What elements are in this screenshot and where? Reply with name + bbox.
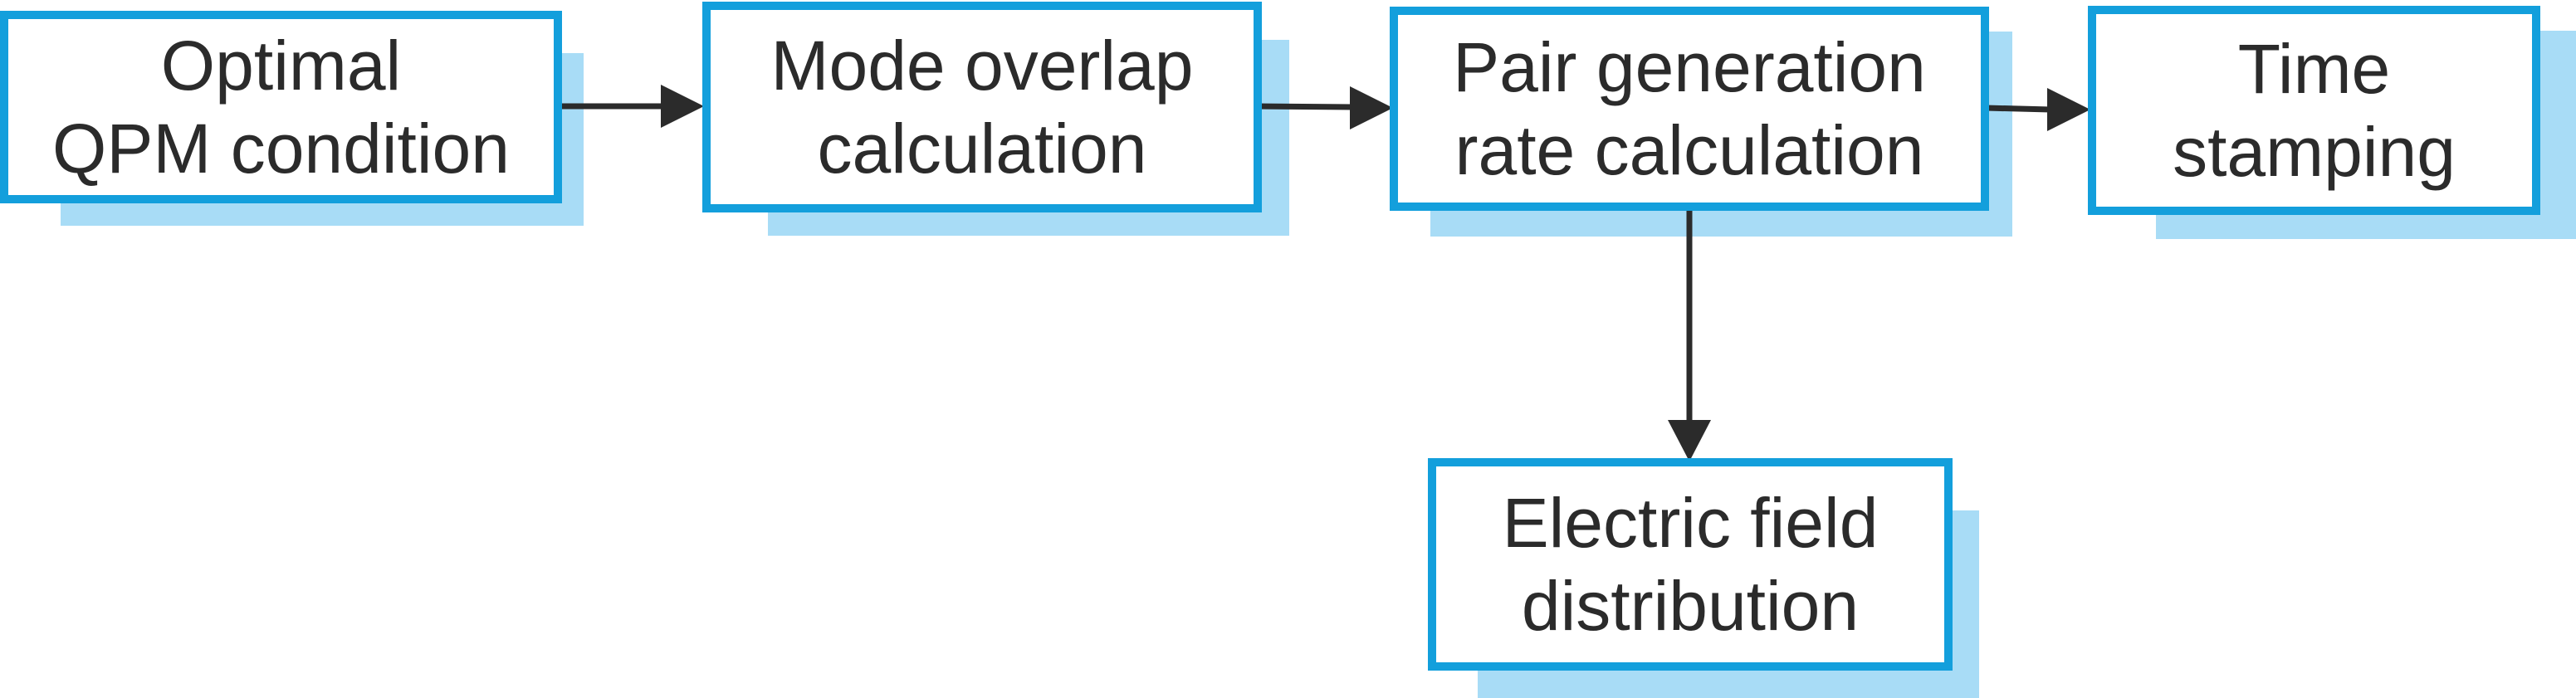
node-label-line2: QPM condition xyxy=(52,110,510,188)
node-electric-field-distribution: Electric field distribution xyxy=(1428,458,1953,671)
node-label-line1: Pair generation xyxy=(1453,28,1926,106)
node-label-line1: Electric field xyxy=(1502,484,1879,562)
node-optimal-qpm-condition: Optimal QPM condition xyxy=(0,11,562,203)
node-label-line2: rate calculation xyxy=(1454,111,1924,189)
node-pair-generation-rate-calculation: Pair generation rate calculation xyxy=(1390,7,1989,211)
node-label-line1: Optimal xyxy=(160,27,402,105)
arrow-qpm-to-overlap-head xyxy=(661,85,704,128)
arrow-pair-to-field-head xyxy=(1668,420,1711,461)
node-time-stamping: Time stamping xyxy=(2088,6,2540,215)
arrow-pair-to-time-head xyxy=(2047,88,2090,131)
node-label-line1: Time xyxy=(2237,30,2391,108)
node-label-line2: stamping xyxy=(2173,113,2456,191)
node-label-line2: calculation xyxy=(817,110,1147,188)
node-mode-overlap-calculation: Mode overlap calculation xyxy=(702,2,1262,212)
node-label-line1: Mode overlap xyxy=(770,27,1194,105)
arrow-overlap-to-pair xyxy=(1257,103,1354,110)
node-label-line2: distribution xyxy=(1521,567,1860,645)
arrow-overlap-to-pair-head xyxy=(1350,86,1393,129)
arrow-pair-to-time xyxy=(1985,105,2051,113)
